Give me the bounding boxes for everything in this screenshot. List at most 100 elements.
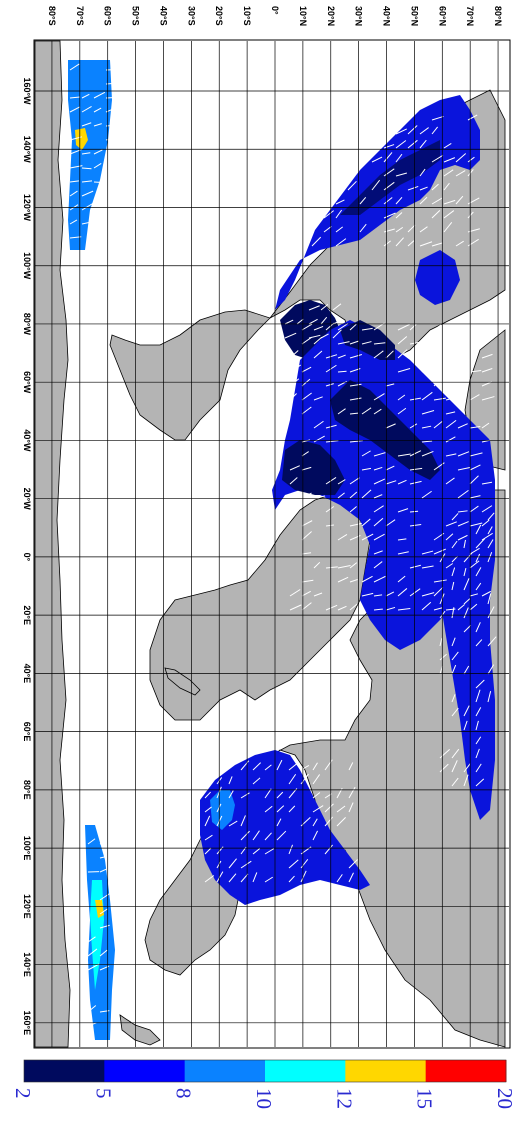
wind-vector (252, 848, 261, 855)
wind-vector (409, 423, 418, 429)
wind-vector (451, 748, 460, 759)
wind-vector (301, 492, 312, 499)
wind-vector (349, 440, 363, 443)
wind-vector (323, 128, 335, 135)
wind-vector (371, 156, 383, 163)
wind-vector (240, 830, 250, 841)
wind-vector (289, 589, 301, 597)
wind-vector (433, 607, 443, 611)
wind-vector (348, 872, 354, 883)
wind-vector (264, 848, 275, 855)
colorbar-tick-label: 10 (252, 1088, 276, 1109)
wind-vector (240, 815, 246, 827)
wind-vector (99, 867, 109, 873)
wind-vector (421, 592, 435, 597)
wind-vector (385, 519, 396, 527)
wind-vector (397, 336, 408, 345)
wind-vector (361, 575, 373, 583)
wind-vector (93, 181, 103, 184)
wind-vector (419, 226, 428, 233)
wind-vector (313, 350, 323, 359)
wind-vector (463, 705, 470, 717)
longitude-label: 80°W (22, 313, 32, 336)
colorbar-segment (425, 1060, 507, 1082)
wind-vector (469, 475, 479, 485)
wind-vector (99, 840, 108, 845)
wind-vector (475, 748, 480, 759)
wind-vector (409, 564, 421, 569)
wind-vector (349, 562, 358, 569)
wind-vector (397, 453, 411, 457)
wind-vector (445, 354, 455, 359)
wind-vector (361, 341, 372, 345)
wind-vector (481, 422, 490, 429)
wind-vector (69, 236, 82, 239)
wind-vector (395, 196, 403, 205)
wind-vector (469, 426, 481, 429)
wind-vector (373, 594, 383, 597)
wind-vector (361, 489, 372, 499)
wind-vector (264, 764, 272, 771)
wind-vector (301, 552, 312, 555)
wind-vector (313, 336, 323, 345)
wind-vector (289, 364, 301, 373)
wind-vector (407, 139, 418, 149)
wind-vector (373, 608, 383, 611)
wind-vector (475, 736, 482, 745)
longitude-label: 20°E (22, 605, 32, 625)
wind-vector (395, 226, 404, 233)
wind-vector (487, 664, 495, 675)
wind-vector (252, 762, 262, 771)
wind-vector (383, 168, 395, 177)
wind-vector (311, 141, 322, 149)
latitude-label: 80°S (47, 6, 57, 26)
wind-vector (332, 329, 342, 339)
wind-vector (299, 195, 309, 205)
wind-vector (397, 479, 407, 485)
wind-vector (284, 319, 294, 325)
wind-vector (93, 162, 102, 169)
wind-vector (228, 873, 237, 883)
wind-vector (337, 408, 346, 415)
wind-vector (475, 707, 482, 717)
colorbar-tick-label: 15 (413, 1088, 437, 1109)
wind-vector (337, 605, 347, 611)
wind-vector (301, 378, 311, 387)
wind-vector (361, 518, 371, 527)
wind-vector (361, 450, 371, 457)
wind-vector (361, 533, 374, 541)
map-content (34, 40, 506, 1048)
wind-vector (335, 182, 344, 191)
wind-vector (397, 323, 410, 331)
wind-vector (323, 169, 330, 177)
land-africa (149, 494, 371, 721)
wind-vector (312, 792, 321, 799)
wind-vector (276, 805, 285, 813)
wind-vector (455, 153, 467, 163)
wind-vector (361, 592, 374, 597)
wind-vector (373, 575, 386, 583)
wind-vector (409, 510, 419, 513)
wind-vector (311, 211, 320, 219)
longitude-label: 80°E (22, 780, 32, 800)
wind-vector (439, 749, 450, 759)
wind-vector (288, 859, 299, 869)
wind-vector (347, 130, 357, 135)
wind-vector (252, 830, 260, 841)
wind-vector (325, 506, 335, 513)
wind-vector (373, 517, 384, 527)
wind-vector (395, 153, 403, 163)
wind-vector (349, 383, 362, 387)
wind-vector (301, 531, 312, 541)
wind-vector (419, 186, 428, 191)
wind-vector (443, 182, 450, 191)
wind-vector (371, 179, 381, 191)
wind-vector (469, 560, 480, 569)
wind-vector (451, 777, 459, 787)
wind-vector (99, 822, 111, 831)
wind-vector (361, 327, 373, 331)
wind-vector (204, 761, 216, 771)
wind-vector (373, 408, 382, 415)
wind-vector (289, 350, 299, 359)
wind-vector (463, 578, 470, 591)
